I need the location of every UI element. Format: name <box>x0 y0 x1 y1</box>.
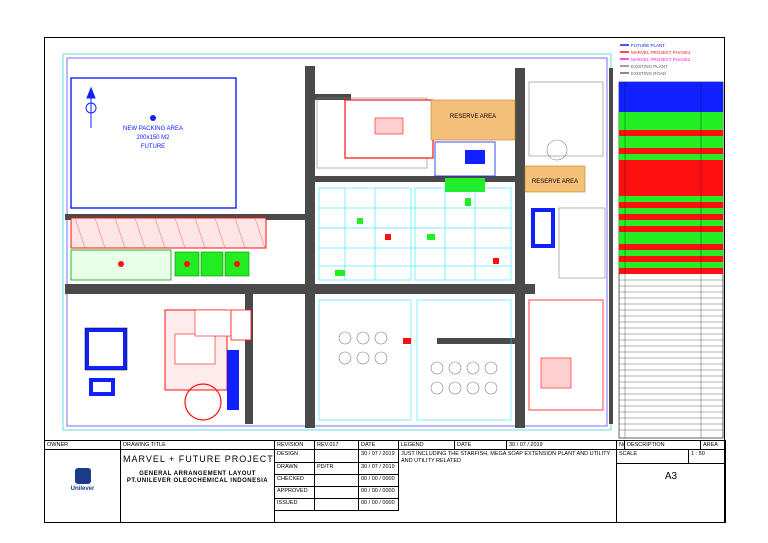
drawn-by: PD/TR <box>315 463 359 475</box>
drawing-title: MARVEL + FUTURE PROJECT GENERAL ARRANGEM… <box>121 450 275 523</box>
legend-existing-plant: EXISTING PLANT <box>631 64 668 69</box>
legend-date-value: 30 / 07 / 2019 <box>507 441 617 450</box>
design-by <box>315 450 359 463</box>
reserve-area-2-label: RESERVE AREA <box>532 179 578 185</box>
subtitle-company: PT.UNILEVER OLEOCHEMICAL INDONESIA <box>126 478 269 484</box>
drawn-date: 30 / 07 / 2019 <box>359 463 399 475</box>
sheet-size: A3 <box>617 464 726 523</box>
description-header: DESCRIPTION <box>625 441 701 450</box>
reserve-area-1-label: RESERVE AREA <box>450 114 496 120</box>
site-boundary <box>66 57 608 427</box>
existing-roads <box>65 66 535 428</box>
area-header: AREA <box>701 441 726 450</box>
reserve-area-1 <box>430 99 516 141</box>
new-packing-size: 200x150 M2 <box>136 135 170 141</box>
subtitle-layout: GENERAL ARRANGEMENT LAYOUT <box>139 471 256 477</box>
checked-date: 00 / 00 / 0000 <box>359 475 399 487</box>
north-arrow-icon <box>85 86 97 128</box>
project-name: MARVEL + FUTURE PROJECT <box>123 454 274 464</box>
legend-note: JUST INCLUDING THE STARFISH, MEGA SOAP E… <box>399 450 617 523</box>
legend-phase1: MARVEL PROJECT PHASE1 <box>631 50 691 55</box>
legend-header: LEGEND <box>399 441 455 450</box>
design-label: DESIGN <box>275 450 315 463</box>
legend-phase2: MARVEL PROJECT PHASE2 <box>631 57 691 62</box>
legend-date-header: DATE <box>455 441 507 450</box>
logo-text: Unilever <box>70 486 95 492</box>
drawn-label: DRAWN <box>275 463 315 475</box>
approved-by <box>315 487 359 499</box>
design-date: 30 / 07 / 2019 <box>359 450 399 463</box>
approved-date: 00 / 00 / 0000 <box>359 487 399 499</box>
issued-date: 00 / 00 / 0000 <box>359 499 399 511</box>
approved-label: APPROVED <box>275 487 315 499</box>
new-packing-label: NEW PACKING AREA <box>123 126 183 132</box>
legend-future-plant: FUTURE PLANT <box>631 43 665 48</box>
legend-note-line2: AND UTILITY RELATED <box>401 458 462 464</box>
checked-by <box>315 475 359 487</box>
site-plan: NEW PACKING AREA 200x150 M2 FUTURE <box>62 43 724 439</box>
scale-label: SCALE <box>617 450 689 464</box>
no-header: No. <box>617 441 625 450</box>
new-packing-area <box>70 77 237 209</box>
reserve-area-2 <box>524 165 586 193</box>
revision-value: REV.017 <box>315 441 359 450</box>
drawing-sheet: NEW PACKING AREA 200x150 M2 FUTURE <box>44 37 726 523</box>
new-packing-future: FUTURE <box>141 144 165 150</box>
scale-value: 1 : 50 <box>689 450 726 464</box>
issued-by <box>315 499 359 511</box>
building-schedule <box>618 81 724 439</box>
date-header: DATE <box>359 441 399 450</box>
drawing-title-header: DRAWING TITLE <box>121 441 275 450</box>
owner-logo: Unilever <box>45 450 121 523</box>
unilever-logo-icon <box>74 468 91 484</box>
checked-label: CHECKED <box>275 475 315 487</box>
legend-existing-road: EXISTING ROAD <box>631 71 667 76</box>
revision-header: REVISION <box>275 441 315 450</box>
legend-key: FUTURE PLANT MARVEL PROJECT PHASE1 MARVE… <box>620 43 691 76</box>
title-block: OWNER DRAWING TITLE REVISION REV.017 DAT… <box>45 440 726 523</box>
issued-label: ISSUED <box>275 499 315 511</box>
legend-note-line1: JUST INCLUDING THE STARFISH, MEGA SOAP E… <box>401 451 611 457</box>
owner-header: OWNER <box>45 441 121 450</box>
